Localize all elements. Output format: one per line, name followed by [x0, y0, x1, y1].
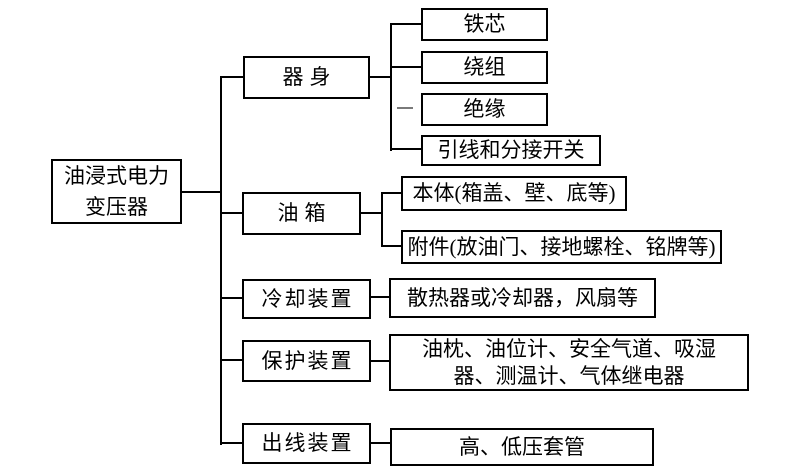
connector-spine-to-protective: [222, 359, 243, 361]
leaf-hv-lv-bushings: 高、低压套管: [390, 428, 654, 466]
protective-components-line2: 器、测温计、气体继电器: [453, 363, 685, 388]
leaf-iron-core: 铁芯: [421, 8, 548, 41]
root-label-line1: 油浸式电力: [64, 163, 169, 188]
connector-protective-to-leaf: [370, 360, 390, 362]
connector-oil-tank-to-bracket: [360, 212, 383, 214]
leaf-tank-body: 本体(箱盖、壁、底等): [401, 176, 627, 211]
leaf-radiator-cooler-fan: 散热器或冷却器，风扇等: [389, 278, 656, 318]
connector-body-to-bracket: [369, 76, 392, 78]
node-oil-tank: 油箱: [242, 192, 361, 235]
connector-spine-to-outlet: [222, 442, 243, 444]
connector-oil-tank-bracket: [381, 192, 383, 247]
connector-to-tank-body: [383, 192, 402, 194]
protective-components-line1: 油枕、油位计、安全气道、吸湿: [422, 336, 716, 361]
node-transformer-root: 油浸式电力 变压器: [51, 159, 182, 224]
connector-to-winding: [392, 66, 422, 68]
node-cooling-device: 冷却装置: [242, 279, 371, 319]
connector-to-leads: [392, 148, 422, 150]
node-outlet-device: 出线装置: [242, 423, 371, 464]
connector-spine-to-oil-tank: [222, 212, 243, 214]
connector-spine-to-body: [222, 76, 244, 78]
connector-to-iron-core: [392, 23, 422, 25]
connector-outlet-to-leaf: [370, 442, 391, 444]
root-label-line2: 变压器: [85, 194, 148, 219]
leaf-tank-accessories: 附件(放油门、接地螺栓、铭牌等): [401, 230, 722, 264]
connector-spine-to-cooling: [222, 297, 243, 299]
connector-root-to-spine: [181, 191, 222, 193]
leaf-insulation: 绝缘: [421, 93, 548, 126]
connector-to-insulation: [397, 107, 413, 109]
leaf-protective-components: 油枕、油位计、安全气道、吸湿 器、测温计、气体继电器: [389, 334, 749, 391]
leaf-winding: 绕组: [421, 51, 548, 84]
leaf-leads-and-tap-changer: 引线和分接开关: [421, 135, 601, 166]
connector-to-tank-accessories: [383, 245, 402, 247]
node-body: 器身: [243, 56, 370, 99]
connector-cooling-to-leaf: [370, 296, 390, 298]
connector-spine: [220, 76, 222, 445]
node-protective-device: 保护装置: [242, 340, 371, 382]
connector-body-bracket: [390, 23, 392, 151]
